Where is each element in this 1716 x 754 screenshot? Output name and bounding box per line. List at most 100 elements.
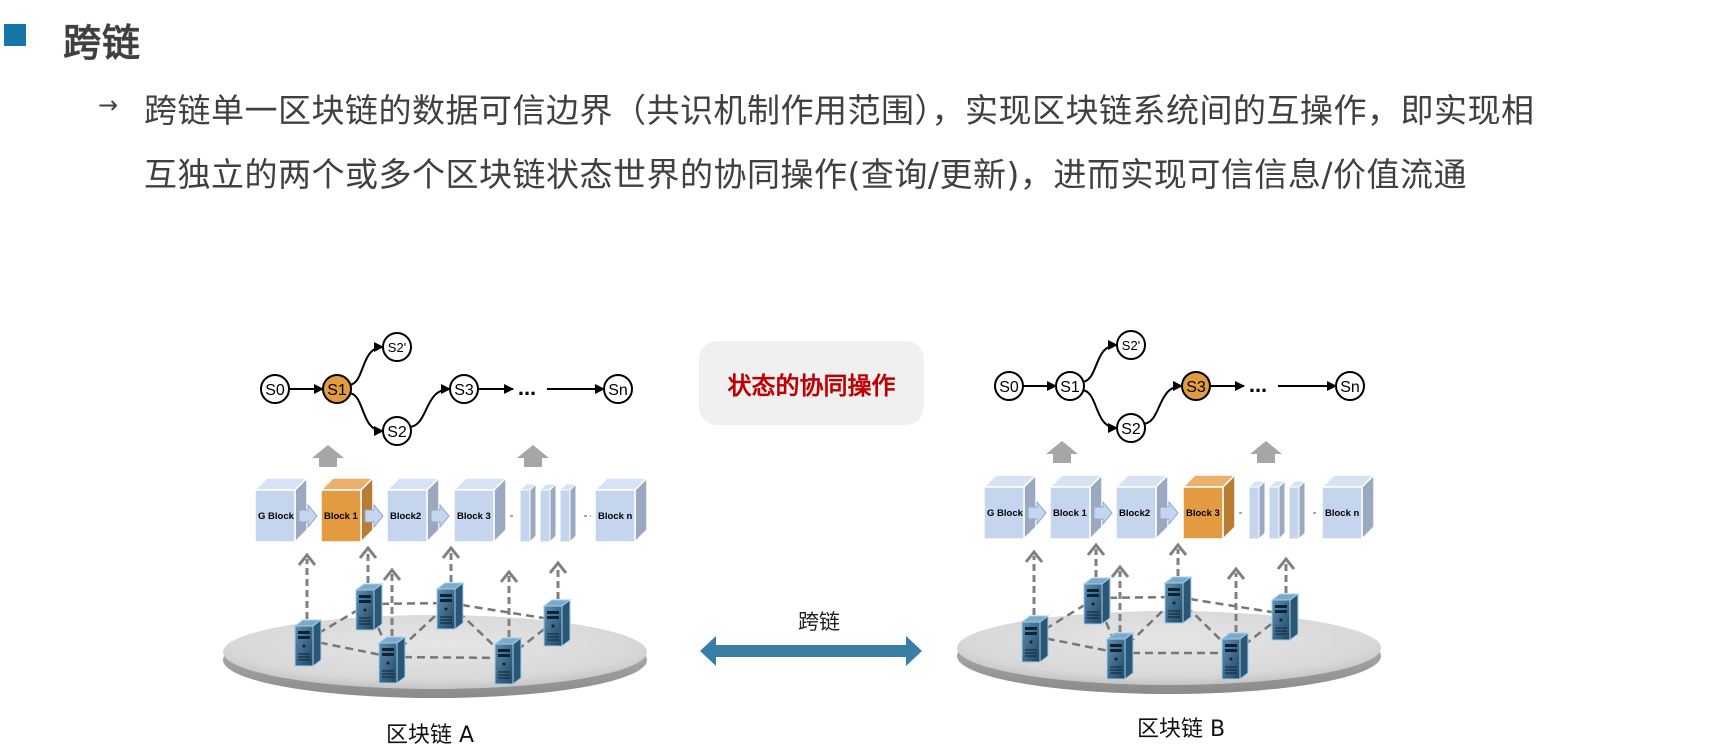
upward-arrow-icon xyxy=(517,445,549,467)
network-link xyxy=(448,601,557,622)
state-transition-arrow xyxy=(347,342,384,386)
state-node xyxy=(382,416,412,446)
state-coordination-box: 状态的协同操作 xyxy=(699,341,924,425)
state-node xyxy=(603,374,633,404)
state-node-label: S0 xyxy=(999,379,1019,396)
state-node-label: Sn xyxy=(1340,379,1360,396)
block-side-face xyxy=(1222,473,1236,541)
cross-chain-double-arrow xyxy=(700,636,922,666)
block-link-arrow-icon xyxy=(430,503,450,529)
block-label: Block 3 xyxy=(1186,508,1220,519)
state-node-label: S3 xyxy=(1186,379,1206,396)
block-front-face xyxy=(1321,486,1363,540)
thin-block-front xyxy=(1288,486,1300,540)
block-link-arrow-icon xyxy=(1093,500,1113,526)
consensus-upload-arrowhead xyxy=(499,569,519,583)
consensus-upload-arrowhead xyxy=(1226,566,1246,580)
block-label: G Block xyxy=(987,508,1024,519)
upward-arrow-icon xyxy=(1250,441,1282,463)
thin-block-front xyxy=(1248,486,1260,540)
body-text-line-2: 互独立的两个或多个区块链状态世界的协同操作(查询/更新)，进而实现可信信息/价值… xyxy=(144,155,1467,194)
state-node xyxy=(382,332,412,362)
block-link-arrow-icon xyxy=(364,503,384,529)
block-label: G Block xyxy=(258,511,295,522)
state-node xyxy=(260,374,290,404)
title-bullet-square xyxy=(4,24,26,46)
server-icon xyxy=(1163,576,1193,624)
thin-block-side xyxy=(1298,479,1306,541)
block-side-face xyxy=(634,476,648,544)
block-front-face xyxy=(1182,486,1224,540)
block-link-arrow-icon xyxy=(1159,500,1179,526)
state-transition-arrow xyxy=(408,384,451,428)
chain-a-label: 区块链 A xyxy=(386,723,475,748)
state-node-label: S2' xyxy=(1122,338,1140,353)
block-label: Block2 xyxy=(1119,508,1150,519)
state-node xyxy=(1335,371,1365,401)
server-icon xyxy=(293,619,323,667)
state-transition-arrow xyxy=(1081,340,1118,383)
state-ellipsis: ... xyxy=(518,375,536,400)
state-transition-arrow xyxy=(1081,389,1118,433)
state-node-label: Sn xyxy=(608,382,628,399)
consensus-upload-arrowhead xyxy=(1276,556,1296,570)
server-icon xyxy=(1270,593,1300,641)
upward-arrow-icon xyxy=(1046,441,1078,463)
state-node xyxy=(1116,330,1146,360)
server-icon xyxy=(1220,632,1250,680)
state-node-label: S1 xyxy=(327,382,347,399)
server-icon xyxy=(1105,632,1135,680)
state-node xyxy=(994,371,1024,401)
state-coordination-label: 状态的协同操作 xyxy=(727,371,896,400)
network-link xyxy=(1094,597,1121,654)
state-node xyxy=(1116,413,1146,443)
block-label: Block n xyxy=(598,511,633,522)
thin-block-front xyxy=(1268,486,1280,540)
block-front-face xyxy=(1115,486,1157,540)
block-label: Block2 xyxy=(390,511,421,522)
network-link xyxy=(390,655,508,660)
state-node-label: S0 xyxy=(265,382,285,399)
bullet-arrow-icon: → xyxy=(98,91,119,119)
consensus-upload-arrowhead xyxy=(358,545,378,559)
block-label: Block 1 xyxy=(324,511,359,522)
server-icon xyxy=(493,637,523,685)
state-ellipsis: ... xyxy=(1249,372,1267,397)
consensus-upload-arrowhead xyxy=(382,567,402,581)
state-node xyxy=(322,374,352,404)
consensus-upload-arrowhead xyxy=(1168,542,1188,556)
block-label: Block n xyxy=(1325,508,1360,519)
consensus-upload-arrowhead xyxy=(548,560,568,574)
block-front-face xyxy=(594,489,636,543)
consensus-upload-arrowhead xyxy=(1086,542,1106,556)
state-node xyxy=(1055,371,1085,401)
thin-block-front xyxy=(559,489,571,543)
state-node xyxy=(449,374,479,404)
upward-arrow-icon xyxy=(312,445,344,467)
state-node-label: S1 xyxy=(1060,379,1080,396)
server-icon xyxy=(1082,577,1112,625)
block-front-face xyxy=(453,489,495,543)
state-node-label: S2' xyxy=(388,340,406,355)
network-link xyxy=(506,619,557,659)
state-node-label: S3 xyxy=(454,382,474,399)
consensus-upload-arrowhead xyxy=(1110,564,1130,578)
thin-block-side xyxy=(569,482,577,544)
block-side-face xyxy=(493,476,507,544)
block-front-face xyxy=(983,486,1025,540)
consensus-upload-arrowhead xyxy=(441,545,461,559)
thin-block-side xyxy=(1278,479,1286,541)
slide-title: 跨链 xyxy=(63,21,142,65)
block-side-face xyxy=(1361,473,1375,541)
network-link xyxy=(1176,595,1285,616)
thin-block-front xyxy=(539,489,551,543)
block-front-face xyxy=(320,489,362,543)
chain-b-label: 区块链 B xyxy=(1137,717,1226,742)
server-icon xyxy=(354,583,384,631)
block-front-face xyxy=(386,489,428,543)
network-platform xyxy=(223,615,647,689)
block-label: Block 3 xyxy=(457,511,491,522)
